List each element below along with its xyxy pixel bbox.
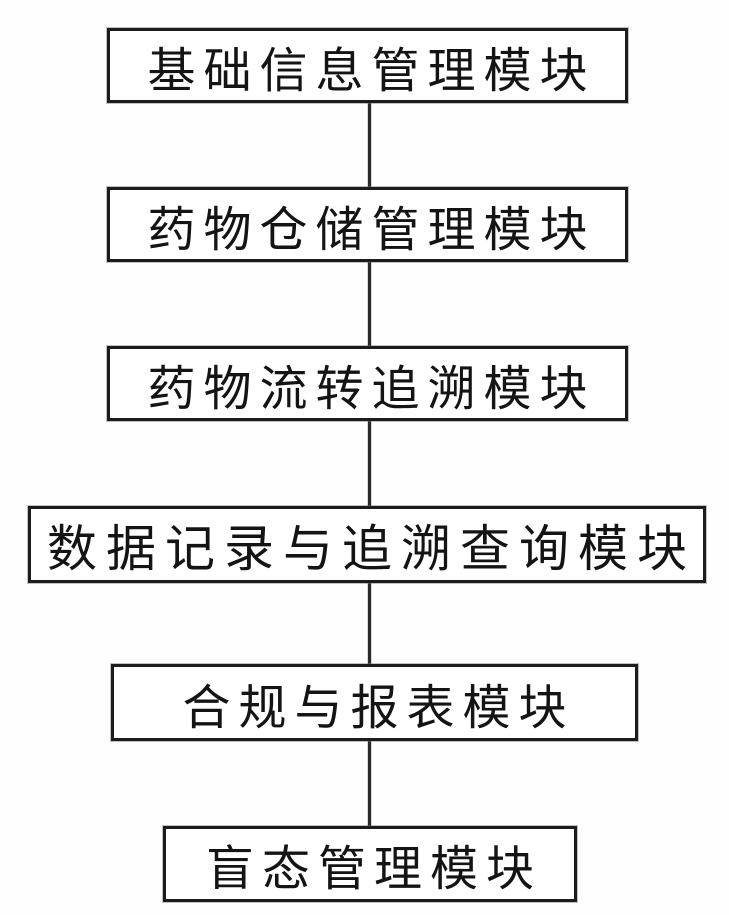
connector-line-4: [368, 583, 371, 664]
flow-box-drug-warehouse-management-module: 药物仓储管理模块: [107, 187, 628, 262]
flow-box-basic-info-management-module: 基础信息管理模块: [107, 28, 628, 103]
connector-line-5: [368, 741, 371, 826]
flow-box-data-record-trace-query-module: 数据记录与追溯查询模块: [28, 506, 706, 583]
flow-box-blind-state-management-module: 盲态管理模块: [163, 826, 577, 902]
connector-line-2: [368, 262, 371, 346]
connector-line-1: [368, 103, 371, 187]
flow-box-drug-circulation-traceability-module: 药物流转追溯模块: [107, 346, 628, 421]
connector-line-3: [368, 421, 371, 506]
flow-box-compliance-report-module: 合规与报表模块: [111, 664, 638, 741]
